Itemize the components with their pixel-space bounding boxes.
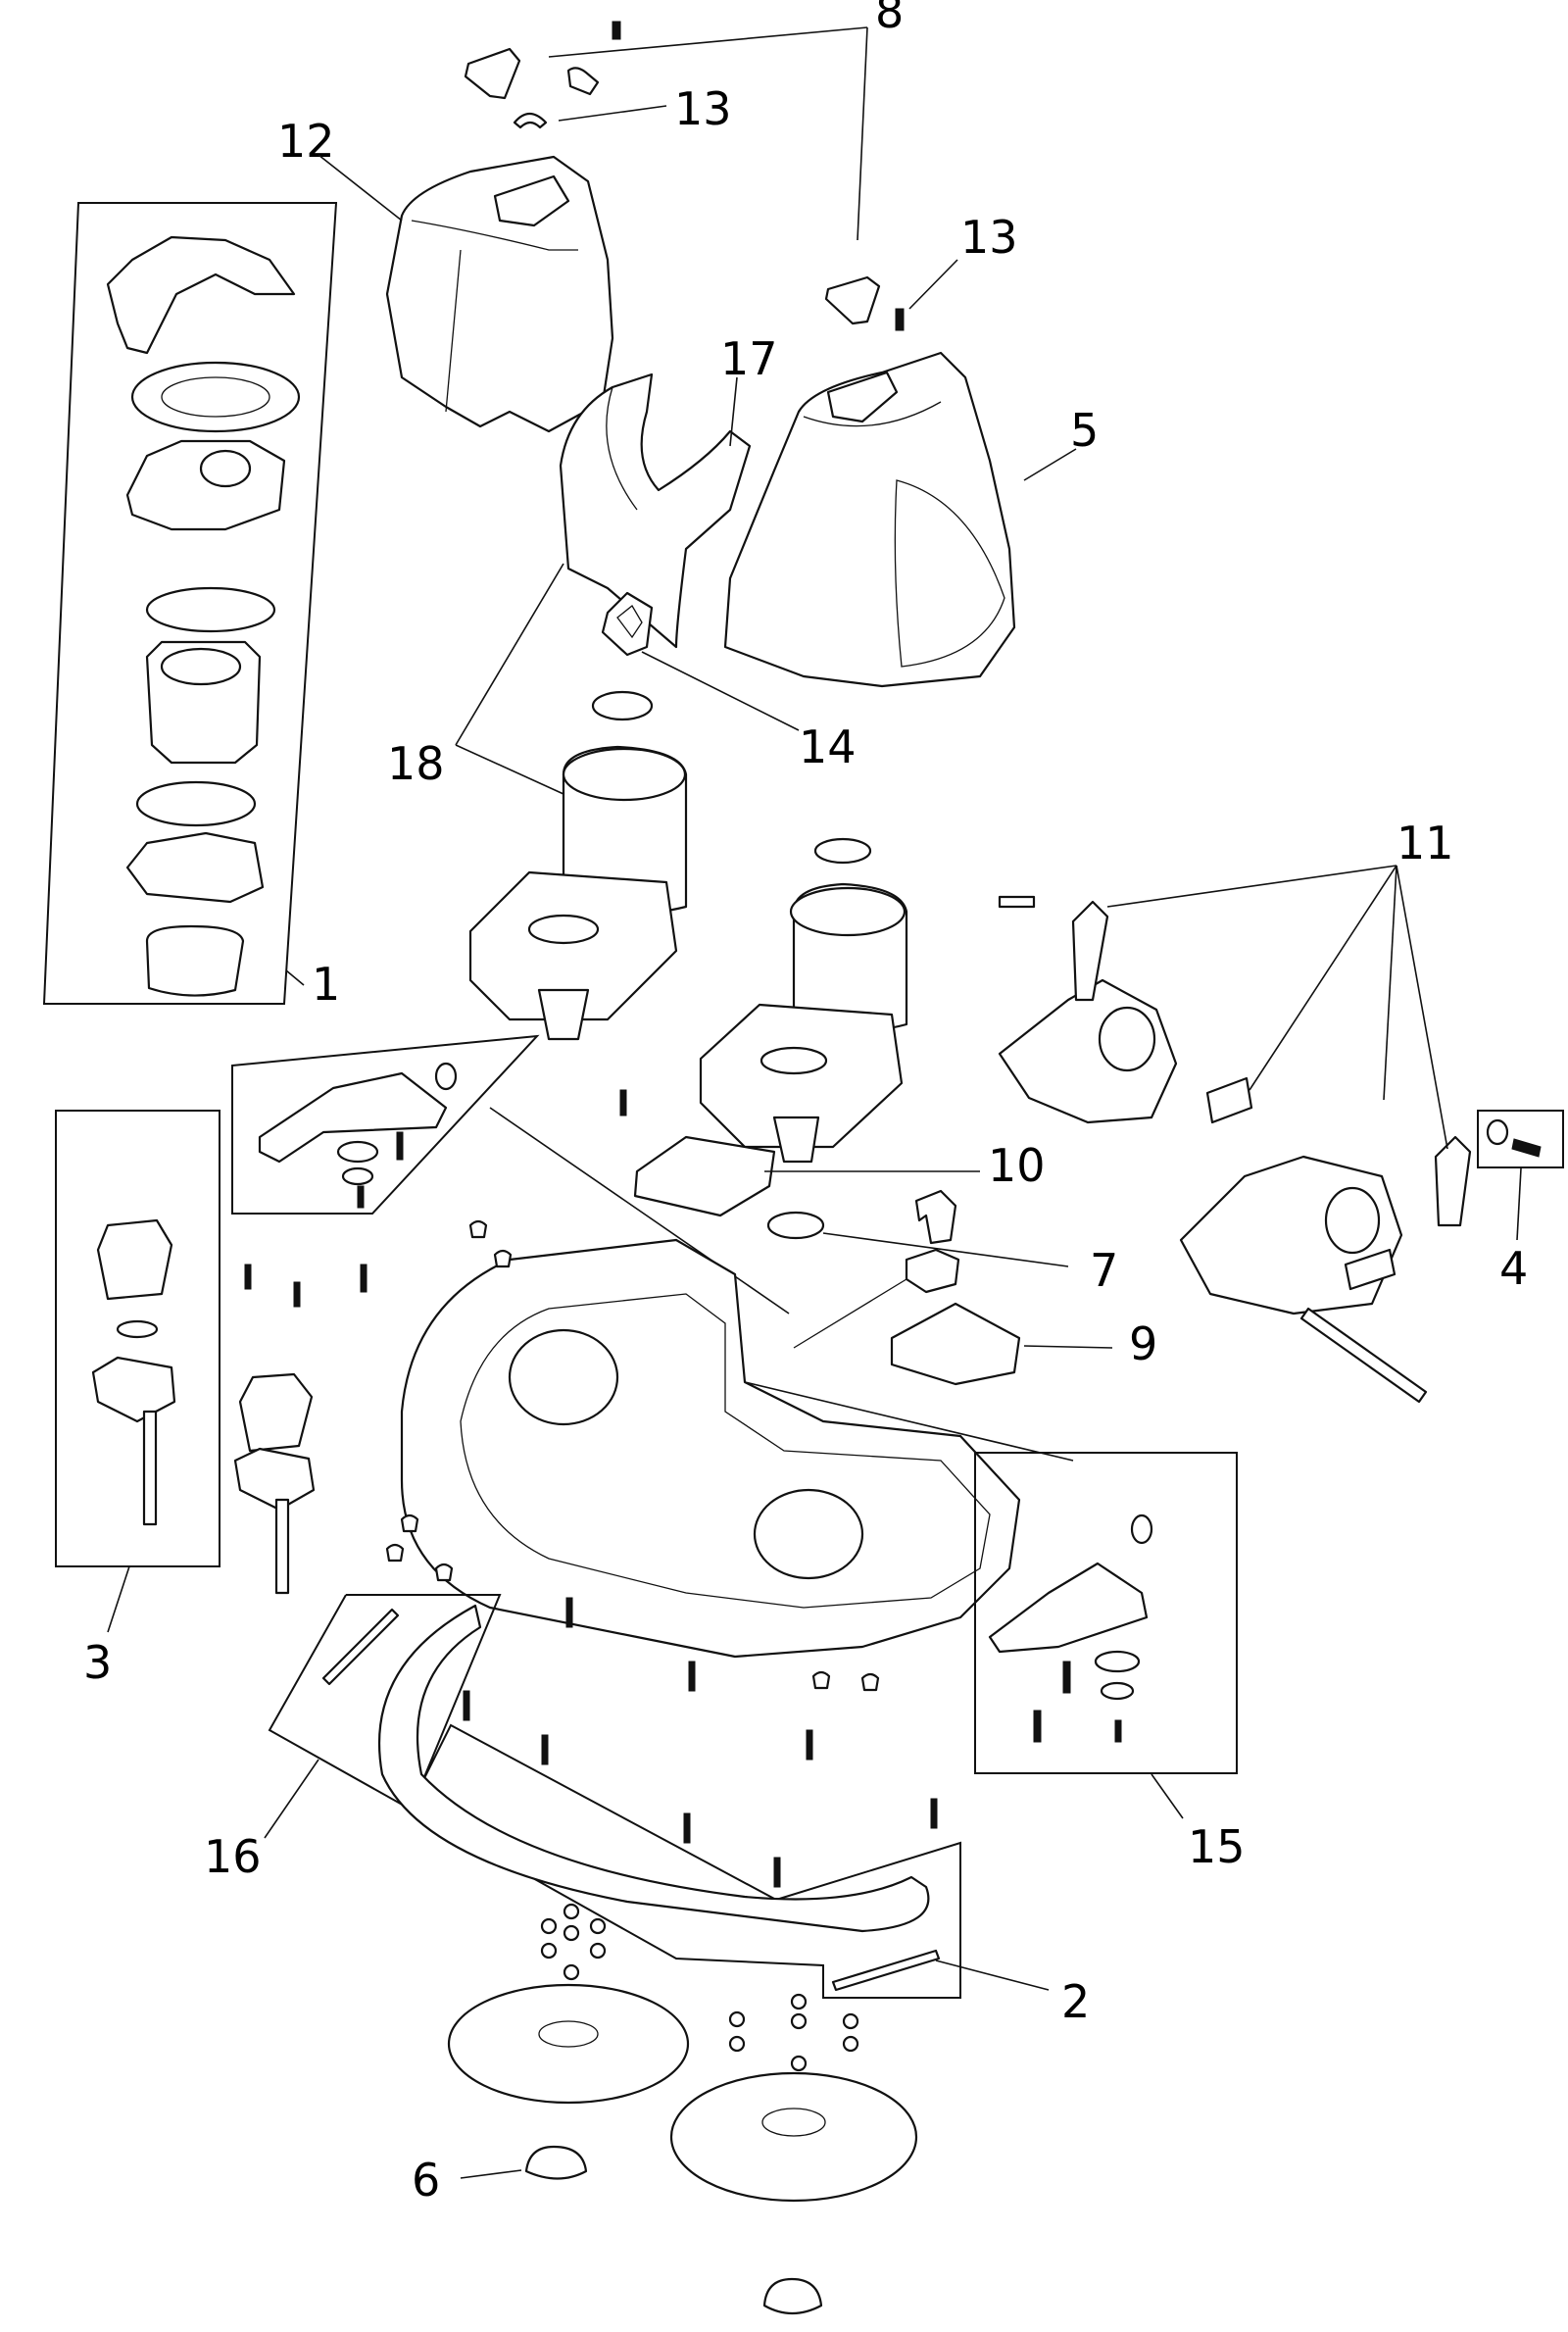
right-side-guard: [988, 1562, 1149, 1654]
pad-driver-clip-right: [762, 2277, 823, 2315]
linkage-rod-right: [831, 1949, 941, 1992]
bumper: [378, 1604, 930, 1933]
part-17-center-shroud-group: 17: [559, 332, 778, 649]
callout-3: 3: [83, 1636, 112, 1689]
sensor-connector: [905, 1248, 960, 1294]
callout-8: 8: [875, 0, 904, 38]
callout-10: 10: [988, 1139, 1046, 1192]
solenoid-valve-upper: [96, 1218, 173, 1301]
callout-13-top: 13: [674, 82, 732, 135]
brush-motor-left-gearbox: [468, 870, 678, 1021]
fasteners-group: [244, 1089, 938, 1888]
electronics-group: 10 7 9: [633, 1135, 1157, 1386]
vacuum-motor-filter-cup: [145, 924, 245, 997]
part-16-box: [268, 1594, 961, 1999]
clip-bracket: [914, 1189, 957, 1245]
pad-driver-left: [447, 1983, 690, 2105]
part-12-left-tank-cover-group: 12: [277, 115, 614, 433]
control-module: [633, 1135, 776, 1217]
callout-11: 11: [1396, 817, 1454, 869]
part-15-side-guard-group: 15: [974, 1452, 1246, 1873]
valve-body-upper: [91, 1356, 176, 1423]
nut-cluster-right: [728, 1993, 859, 2072]
part-4-box: [1477, 1110, 1564, 1168]
callout-6: 6: [412, 2154, 440, 2207]
callout-4: 4: [1499, 1242, 1528, 1295]
long-bolt: [1299, 1307, 1428, 1404]
valve-body-lower: [233, 1447, 316, 1512]
part-3-solenoid-group: 3: [55, 1110, 316, 1689]
screw-top: [612, 21, 621, 40]
brush-motor-right-gearbox: [699, 1003, 904, 1149]
callout-12: 12: [277, 115, 335, 168]
chassis-left-brush-port: [508, 1328, 619, 1426]
solenoid-valve-lower: [238, 1372, 314, 1453]
pad-driver-right: [669, 2071, 918, 2203]
callout-5: 5: [1070, 404, 1099, 457]
callout-18: 18: [387, 737, 445, 790]
spring-upper: [1205, 1076, 1253, 1124]
vacuum-motor-housing: [125, 439, 286, 531]
bracket-clamp-upper: [1071, 900, 1109, 1002]
cable-clamp: [566, 67, 600, 96]
spring-lower: [1344, 1248, 1396, 1291]
callout-9: 9: [1129, 1317, 1157, 1370]
linkage-rod-left: [321, 1608, 400, 1686]
part-1-vacuum-motor-group: 1: [42, 202, 340, 1011]
part-4-bolt-kit-group: 4: [1477, 1110, 1564, 1295]
part-16-bumper-group: 16 2: [204, 1594, 1090, 2028]
callout-15: 15: [1188, 1820, 1246, 1873]
left-cover-cap: [464, 47, 521, 100]
part-1-box: [42, 202, 338, 1005]
callout-14: 14: [799, 720, 857, 773]
gasket: [601, 591, 654, 657]
part-18-brush-motor-group: 18: [387, 563, 908, 1164]
bracket-clamp-lower: [1434, 1135, 1472, 1227]
vacuum-motor-gasket: [145, 586, 276, 633]
callout-2: 2: [1061, 1975, 1090, 2028]
part-3-box: [55, 1110, 220, 1567]
center-shroud: [559, 372, 752, 649]
left-side-guard: [258, 1071, 448, 1164]
callout-13-right: 13: [960, 211, 1018, 264]
callout-7: 7: [1090, 1244, 1118, 1297]
pad-driver-clip-left: [524, 2145, 588, 2180]
callout-16: 16: [204, 1830, 262, 1883]
part-5-right-tank-cover-group: 5: [723, 351, 1099, 688]
small-clamps-group: [385, 1219, 880, 1692]
part-15-box: [974, 1452, 1238, 1774]
part-8-13-right-group: 13: [824, 211, 1018, 331]
pad-driver-group: 6: [412, 1903, 918, 2315]
part-14-gasket-group: 14: [601, 591, 857, 773]
left-side-guard-box: [231, 1034, 540, 1215]
short-bolt: [998, 895, 1036, 909]
left-tank-cover-handle-opening: [493, 174, 570, 227]
left-side-guard-group: [231, 1034, 790, 1315]
fastener-clip-right: [895, 308, 905, 331]
main-chassis-group: [400, 1238, 1074, 1659]
vacuum-motor-base-frame: [125, 831, 265, 904]
vacuum-motor-top-cover: [106, 235, 296, 355]
nut-cluster-left: [540, 1903, 607, 1981]
left-tank-cover: [385, 155, 614, 433]
callout-17: 17: [720, 332, 778, 385]
right-tank-cover: [723, 351, 1016, 688]
chassis-right-brush-port: [753, 1488, 864, 1580]
callout-1: 1: [312, 958, 340, 1011]
retaining-clip-top: [513, 112, 548, 129]
vacuum-motor-seal-ring: [130, 361, 301, 433]
right-cover-cap: [824, 275, 881, 325]
right-tank-cover-handle-opening: [826, 371, 899, 423]
vacuum-motor-lower-ring: [135, 780, 257, 827]
part-11-squeegee-brackets-group: 11: [998, 817, 1472, 1404]
control-board: [890, 1302, 1021, 1386]
part-8-13-top-group: 8 13: [464, 0, 904, 241]
